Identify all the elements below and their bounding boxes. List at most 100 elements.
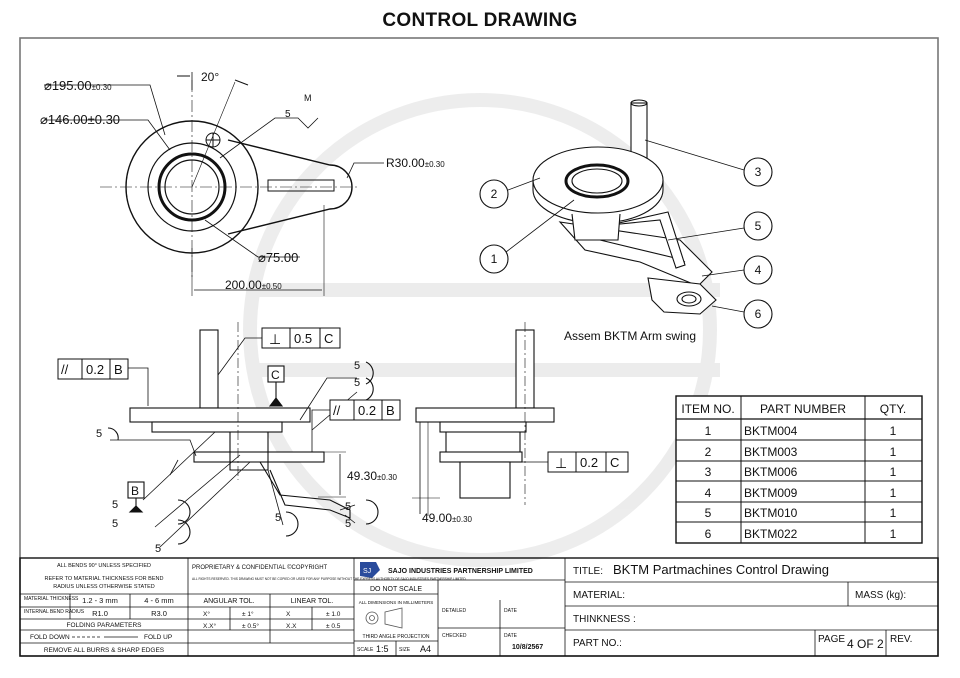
angle-20-label: 20° xyxy=(201,70,219,84)
svg-text:± 1.0: ± 1.0 xyxy=(326,611,341,618)
svg-text:SJ: SJ xyxy=(363,568,371,575)
svg-text:1: 1 xyxy=(890,465,897,479)
svg-text:FOLDING PARAMETERS: FOLDING PARAMETERS xyxy=(66,622,142,629)
svg-text:5: 5 xyxy=(345,518,351,530)
third-angle-projection-icon xyxy=(365,607,403,629)
svg-text:4: 4 xyxy=(705,486,712,500)
svg-text:1: 1 xyxy=(705,424,712,438)
svg-text:SCALE: SCALE xyxy=(357,647,374,653)
svg-text:5: 5 xyxy=(155,543,161,555)
svg-text:1: 1 xyxy=(890,527,897,541)
height-49-30-label: 49.30±0.30 xyxy=(347,469,398,483)
svg-text:RADIUS UNLESS OTHERWISE STATED: RADIUS UNLESS OTHERWISE STATED xyxy=(53,584,154,590)
title-block-text: ALL BENDS 90° UNLESS SPECIFIED REFER TO … xyxy=(24,562,912,654)
gdt-parallel-right: // 0.2 B xyxy=(329,399,401,421)
svg-text:1: 1 xyxy=(890,506,897,520)
svg-text:2: 2 xyxy=(705,445,712,459)
svg-text:1: 1 xyxy=(890,424,897,438)
svg-text:DO NOT SCALE: DO NOT SCALE xyxy=(370,586,422,593)
svg-text:TITLE:: TITLE: xyxy=(573,566,603,577)
perpendicular-icon: ⊥ xyxy=(555,455,567,471)
svg-text:PAGE: PAGE xyxy=(818,634,845,645)
svg-text:THIRD ANGLE PROJECTION: THIRD ANGLE PROJECTION xyxy=(363,634,430,640)
bom-header-qty: QTY. xyxy=(880,402,906,416)
svg-text:R1.0: R1.0 xyxy=(92,609,108,618)
svg-text:X.X: X.X xyxy=(286,623,297,630)
svg-text:ALL RIGHTS RESERVED. THIS DRAW: ALL RIGHTS RESERVED. THIS DRAWING MUST N… xyxy=(192,577,466,581)
svg-text:1: 1 xyxy=(890,486,897,500)
svg-text:X: X xyxy=(286,611,291,618)
svg-text:DATE: DATE xyxy=(504,633,518,639)
top-view xyxy=(44,72,384,296)
svg-text:± 0.5: ± 0.5 xyxy=(326,623,341,630)
page-title: CONTROL DRAWING xyxy=(382,10,578,31)
svg-text:± 1°: ± 1° xyxy=(242,610,254,618)
svg-text:MASS (kg):: MASS (kg): xyxy=(855,590,906,601)
svg-text:INTERNAL BEND RADIUS: INTERNAL BEND RADIUS xyxy=(24,609,85,615)
balloon-1: 2 xyxy=(491,187,498,201)
svg-text:5: 5 xyxy=(354,377,360,389)
svg-text:5: 5 xyxy=(705,506,712,520)
dia-146-label: ⌀146.00±0.30 xyxy=(40,112,120,127)
svg-text:0.5: 0.5 xyxy=(294,331,312,346)
weld-labels: 5 5 5 5 5 5 5 5 5 xyxy=(96,360,360,555)
balloon-3: 3 xyxy=(755,165,762,179)
svg-text:4 OF 2: 4 OF 2 xyxy=(847,637,884,651)
svg-text:BKTM009: BKTM009 xyxy=(744,486,798,500)
svg-text:5: 5 xyxy=(96,428,102,440)
iso-balloons: 2 1 3 5 4 6 xyxy=(491,165,762,321)
svg-text:PROPRIETARY & CONFIDENTIAL ©CO: PROPRIETARY & CONFIDENTIAL ©COPYRIGHT xyxy=(192,564,328,571)
parallel-icon: // xyxy=(333,403,341,418)
svg-text:BKTM010: BKTM010 xyxy=(744,506,798,520)
svg-text:MATERIAL:: MATERIAL: xyxy=(573,590,625,601)
svg-text:REFER TO MATERIAL THICKNESS FO: REFER TO MATERIAL THICKNESS FOR BEND xyxy=(45,576,164,582)
watermark-logo xyxy=(243,93,720,567)
front-view xyxy=(107,322,379,548)
top-view-dims: ⌀195.00±0.30 ⌀146.00±0.30 20° M 5 R30.00… xyxy=(40,70,445,292)
svg-text:MATERIAL THICKNESS: MATERIAL THICKNESS xyxy=(24,596,79,602)
dia-195-label: ⌀195.00±0.30 xyxy=(44,78,112,93)
svg-text:1:5: 1:5 xyxy=(376,644,389,654)
radius-30-label: R30.00±0.30 xyxy=(386,156,445,170)
dia-75-label: ⌀75.00 xyxy=(258,250,298,265)
svg-text:PART NO.:: PART NO.: xyxy=(573,638,622,649)
svg-text:FOLD DOWN: FOLD DOWN xyxy=(30,634,70,641)
gdt-perp-side: ⊥ 0.2 C xyxy=(547,451,629,473)
finish-5-label: 5 xyxy=(285,109,291,120)
datum-c-label: C xyxy=(271,368,280,382)
svg-text:DETAILED: DETAILED xyxy=(442,608,466,614)
svg-text:X°: X° xyxy=(203,610,210,618)
svg-text:THINKNESS :: THINKNESS : xyxy=(573,614,636,625)
svg-text:B: B xyxy=(114,362,123,377)
side-view xyxy=(412,322,555,516)
company-logo: SJ xyxy=(360,562,380,578)
parallel-icon: // xyxy=(61,362,69,377)
svg-text:LINEAR TOL.: LINEAR TOL. xyxy=(291,598,334,605)
svg-text:B: B xyxy=(386,403,395,418)
svg-text:SAJO INDUSTRIES PARTNERSHIP LI: SAJO INDUSTRIES PARTNERSHIP LIMITED xyxy=(388,568,533,575)
svg-text:R3.0: R3.0 xyxy=(151,609,167,618)
height-49-00-label: 49.00±0.30 xyxy=(422,511,473,525)
svg-text:± 0.5°: ± 0.5° xyxy=(242,622,259,630)
svg-text:REV.: REV. xyxy=(890,634,912,645)
gdt-parallel-left: // 0.2 B xyxy=(57,358,129,380)
iso-view xyxy=(479,99,773,329)
datum-b-label: B xyxy=(131,484,139,498)
svg-text:CHECKED: CHECKED xyxy=(442,633,467,639)
balloon-4: 5 xyxy=(755,219,762,233)
svg-text:BKTM Partmachines Control Draw: BKTM Partmachines Control Drawing xyxy=(613,562,829,577)
svg-text:4 - 6 mm: 4 - 6 mm xyxy=(144,596,174,605)
svg-text:0.2: 0.2 xyxy=(358,403,376,418)
svg-text:5: 5 xyxy=(112,518,118,530)
svg-text:A4: A4 xyxy=(420,644,431,654)
iso-caption: Assem BKTM Arm swing xyxy=(564,329,696,343)
bom-header-item: ITEM NO. xyxy=(681,402,734,416)
svg-text:BKTM004: BKTM004 xyxy=(744,424,798,438)
svg-text:1: 1 xyxy=(890,445,897,459)
table-row: 5 BKTM010 1 xyxy=(705,506,897,520)
